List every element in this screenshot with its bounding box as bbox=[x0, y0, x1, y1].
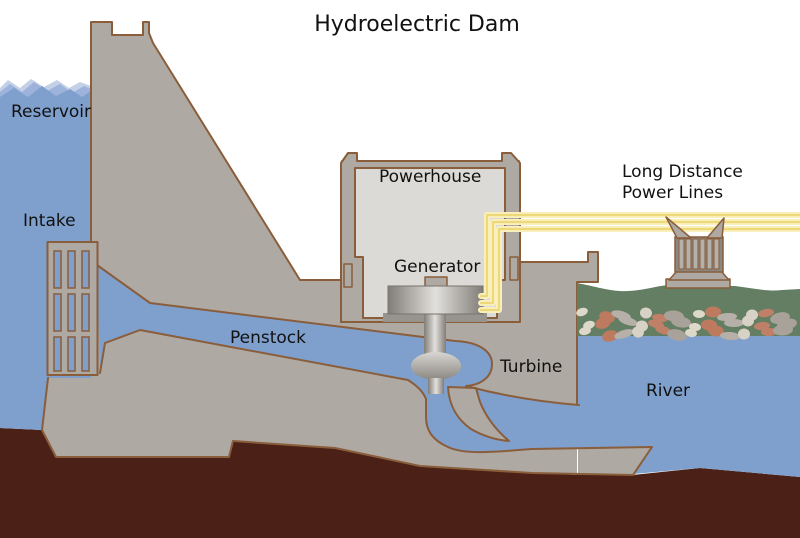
stone bbox=[632, 326, 644, 338]
stone bbox=[576, 307, 588, 317]
intake-grate bbox=[46, 241, 99, 376]
stone bbox=[685, 328, 697, 338]
turbine-runner bbox=[411, 352, 461, 380]
stone bbox=[754, 321, 770, 331]
label-generator: Generator bbox=[394, 257, 480, 277]
transmission-tower bbox=[665, 216, 731, 289]
label-powerhouse: Powerhouse bbox=[379, 167, 481, 187]
wall-niche-right bbox=[509, 256, 519, 281]
stone bbox=[618, 316, 638, 326]
stone bbox=[720, 331, 740, 341]
label-power-lines-2: Power Lines bbox=[622, 183, 723, 203]
turbine-stub bbox=[428, 378, 444, 394]
stone bbox=[717, 312, 737, 322]
tower-arm-left bbox=[665, 216, 692, 239]
label-reservoir: Reservoir bbox=[11, 102, 91, 122]
stone bbox=[640, 307, 652, 319]
generator-turbine-assembly bbox=[387, 276, 484, 394]
apron bbox=[578, 447, 652, 475]
label-turbine: Turbine bbox=[499, 357, 562, 377]
stone bbox=[742, 315, 754, 327]
stone bbox=[761, 327, 777, 337]
stone bbox=[724, 319, 744, 327]
stone bbox=[614, 329, 634, 339]
label-penstock: Penstock bbox=[230, 328, 306, 348]
wall-niche-left bbox=[343, 263, 353, 288]
ground bbox=[0, 428, 800, 538]
label-intake: Intake bbox=[23, 211, 76, 231]
label-river: River bbox=[646, 381, 690, 401]
stone bbox=[689, 322, 701, 332]
river-water bbox=[578, 336, 800, 477]
draft-tube-divider bbox=[447, 386, 510, 442]
turbine-shaft bbox=[424, 313, 446, 355]
stone bbox=[579, 326, 591, 336]
diagram-title: Hydroelectric Dam bbox=[314, 12, 520, 37]
stone bbox=[705, 306, 721, 318]
stone bbox=[667, 329, 687, 341]
power-lines bbox=[478, 212, 800, 313]
tower-arm-right bbox=[706, 217, 725, 239]
stone bbox=[773, 324, 793, 336]
riverbank-stones bbox=[576, 306, 797, 342]
stone bbox=[758, 308, 774, 318]
structure-outlines bbox=[41, 21, 653, 476]
stone bbox=[671, 316, 691, 328]
label-power-lines-1: Long Distance bbox=[622, 162, 743, 182]
stone bbox=[602, 330, 618, 342]
generator-body bbox=[387, 285, 484, 315]
stone bbox=[693, 309, 705, 319]
stone bbox=[595, 317, 611, 329]
stone bbox=[655, 325, 671, 335]
stone bbox=[708, 325, 724, 337]
stone bbox=[738, 328, 750, 340]
